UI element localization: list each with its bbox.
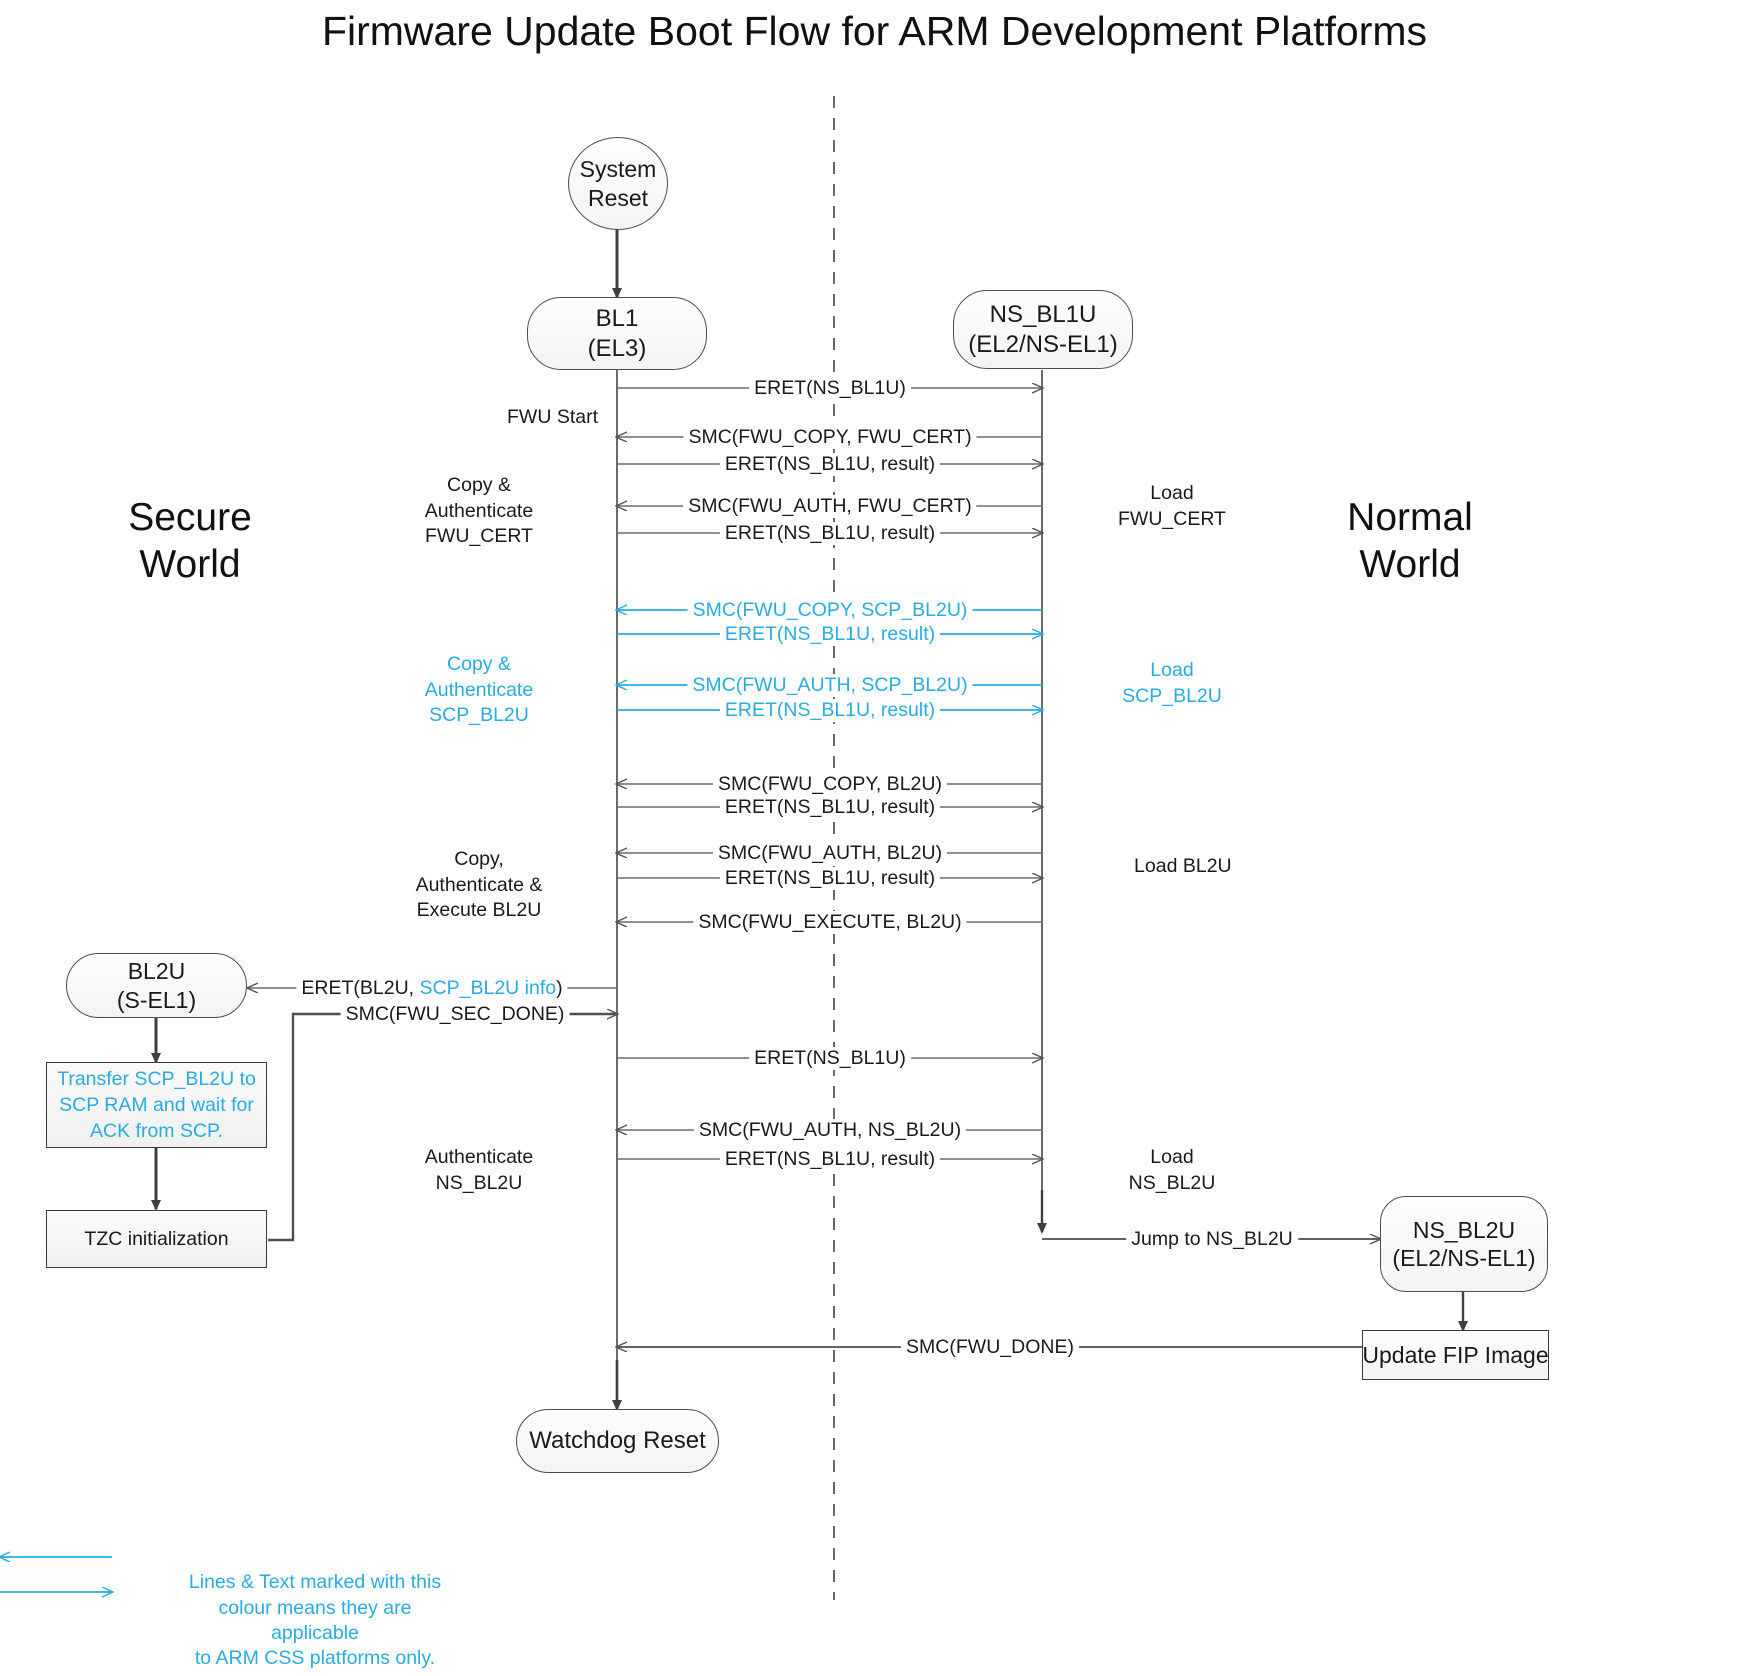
note-transfer-scp-bl2u-text: Transfer SCP_BL2U to SCP RAM and wait fo…	[57, 1067, 256, 1143]
node-system-reset-line1: System	[579, 156, 657, 183]
node-update-fip-image[interactable]: Update FIP Image	[1362, 1330, 1549, 1380]
message-smc-fwu-sec-done: SMC(FWU_SEC_DONE)	[340, 1003, 570, 1026]
message-m1: ERET(NS_BL1U)	[749, 377, 911, 400]
legend-text-content: Lines & Text marked with this colour mea…	[188, 1571, 442, 1670]
page-title: Firmware Update Boot Flow for ARM Develo…	[321, 8, 1428, 54]
message-m13: ERET(NS_BL1U, result)	[719, 867, 941, 890]
message-m16: SMC(FWU_AUTH, NS_BL2U)	[693, 1119, 967, 1142]
node-watchdog-reset[interactable]: Watchdog Reset	[516, 1409, 719, 1473]
annotation-load-bl2u: Load BL2U	[1062, 829, 1282, 905]
annotation-load-bl2u-text: Load BL2U	[1134, 855, 1232, 878]
node-ns-bl1u-line1: NS_BL1U	[989, 301, 1097, 329]
annotation-authenticate-ns-bl2u: Authenticate NS_BL2U	[360, 1120, 598, 1196]
eret-bl2u-suffix: )	[556, 977, 563, 999]
node-ns-bl2u[interactable]: NS_BL2U (EL2/NS-EL1)	[1380, 1196, 1548, 1292]
message-m5: ERET(NS_BL1U, result)	[719, 522, 941, 545]
secure-world-line1: Secure	[128, 496, 252, 539]
message-eret-bl2u-scp-info: ERET(BL2U, SCP_BL2U info)	[296, 977, 568, 1000]
message-m8: SMC(FWU_AUTH, SCP_BL2U)	[687, 674, 973, 697]
message-m9: ERET(NS_BL1U, result)	[719, 699, 941, 722]
node-bl2u-line2: (S-EL1)	[116, 986, 197, 1013]
node-watchdog-reset-label: Watchdog Reset	[529, 1427, 706, 1455]
message-m7: ERET(NS_BL1U, result)	[719, 623, 941, 646]
message-m14: SMC(FWU_EXECUTE, BL2U)	[693, 911, 967, 934]
node-bl2u[interactable]: BL2U (S-EL1)	[66, 953, 247, 1018]
message-m15: ERET(NS_BL1U)	[749, 1047, 911, 1070]
annotation-load-scp-bl2u: Load SCP_BL2U	[1062, 633, 1282, 709]
annotation-load-ns-bl2u-text: Load NS_BL2U	[1128, 1146, 1216, 1194]
node-ns-bl1u[interactable]: NS_BL1U (EL2/NS-EL1)	[953, 290, 1133, 369]
annotation-fwu-start-text: FWU Start	[507, 406, 598, 429]
message-m12: SMC(FWU_AUTH, BL2U)	[712, 842, 948, 865]
node-ns-bl1u-line2: (EL2/NS-EL1)	[968, 330, 1118, 358]
annotation-copy-auth-scp-bl2u-text: Copy & Authenticate SCP_BL2U	[424, 653, 534, 727]
annotation-copy-auth-exec-bl2u: Copy, Authenticate & Execute BL2U	[360, 822, 598, 923]
node-ns-bl2u-line2: (EL2/NS-EL1)	[1392, 1245, 1536, 1271]
eret-bl2u-prefix: ERET(BL2U,	[301, 977, 420, 999]
annotation-fwu-start: FWU Start	[360, 380, 598, 456]
secure-world-line2: World	[139, 542, 241, 586]
node-system-reset[interactable]: System Reset	[568, 137, 668, 230]
normal-world-label: Normal World	[1280, 495, 1540, 589]
normal-world-line2: World	[1359, 542, 1461, 586]
note-tzc-initialization-text: TZC initialization	[84, 1227, 229, 1250]
message-m6: SMC(FWU_COPY, SCP_BL2U)	[687, 599, 973, 622]
message-m4: SMC(FWU_AUTH, FWU_CERT)	[683, 495, 977, 518]
node-bl1[interactable]: BL1 (EL3)	[527, 297, 707, 370]
eret-bl2u-cyan-part: SCP_BL2U info	[419, 977, 557, 999]
annotation-load-fwu-cert-text: Load FWU_CERT	[1118, 482, 1226, 530]
legend-text: Lines & Text marked with this colour mea…	[175, 1545, 455, 1672]
normal-world-line1: Normal	[1347, 496, 1473, 539]
annotation-load-fwu-cert: Load FWU_CERT	[1062, 456, 1282, 532]
node-bl1-line1: BL1	[595, 305, 639, 333]
note-tzc-initialization: TZC initialization	[46, 1210, 267, 1268]
node-bl1-line2: (EL3)	[587, 334, 647, 362]
node-update-fip-image-label: Update FIP Image	[1362, 1341, 1549, 1368]
message-jump-to-ns-bl2u: Jump to NS_BL2U	[1126, 1228, 1298, 1251]
annotation-load-ns-bl2u: Load NS_BL2U	[1062, 1120, 1282, 1196]
message-m3: ERET(NS_BL1U, result)	[719, 453, 941, 476]
annotation-copy-auth-fwu-cert: Copy & Authenticate FWU_CERT	[360, 448, 598, 549]
annotation-copy-auth-scp-bl2u: Copy & Authenticate SCP_BL2U	[360, 627, 598, 728]
message-m17: ERET(NS_BL1U, result)	[719, 1148, 941, 1171]
note-transfer-scp-bl2u: Transfer SCP_BL2U to SCP RAM and wait fo…	[46, 1062, 267, 1148]
message-m11: ERET(NS_BL1U, result)	[719, 796, 941, 819]
node-system-reset-line2: Reset	[587, 184, 649, 211]
annotation-copy-auth-fwu-cert-text: Copy & Authenticate FWU_CERT	[424, 474, 534, 548]
node-ns-bl2u-line1: NS_BL2U	[1412, 1216, 1516, 1243]
annotation-copy-auth-exec-bl2u-text: Copy, Authenticate & Execute BL2U	[415, 848, 543, 922]
message-m18: SMC(FWU_DONE)	[901, 1336, 1079, 1359]
message-m10: SMC(FWU_COPY, BL2U)	[713, 773, 947, 796]
annotation-load-scp-bl2u-text: Load SCP_BL2U	[1122, 659, 1222, 707]
message-m2: SMC(FWU_COPY, FWU_CERT)	[683, 426, 977, 449]
node-bl2u-line1: BL2U	[127, 958, 186, 985]
secure-world-label: Secure World	[60, 495, 320, 589]
annotation-authenticate-ns-bl2u-text: Authenticate NS_BL2U	[424, 1146, 534, 1194]
